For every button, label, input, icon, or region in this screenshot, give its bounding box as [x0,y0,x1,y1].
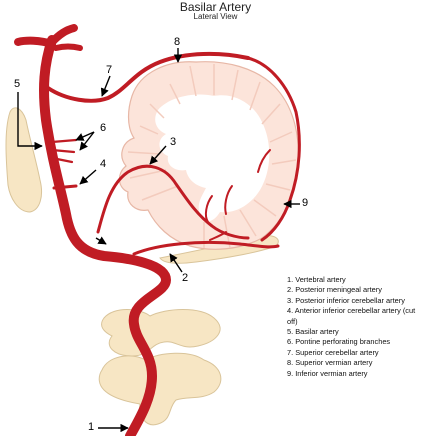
callout-1: 1 [88,421,95,433]
arrow-5 [17,92,43,151]
diagram-title: Basilar Artery [179,0,252,14]
legend-item: 6. Pontine perforating branches [287,337,391,347]
legend-item: 9. Inferior vermian artery [287,368,368,378]
posterior-meningeal-artery [132,240,280,256]
callout-2: 2 [182,272,189,284]
axis-vertebra [98,352,222,426]
legend-item: 8. Superior vermian artery [287,358,373,368]
white-matter [155,94,270,222]
callout-7: 7 [106,64,113,76]
callout-6: 6 [100,122,107,134]
upper-vessel-branch [53,43,83,51]
legend-item: 3. Posterior inferior cerebellar artery [287,295,405,305]
anterior-inferior-cerebellar-stub [52,184,78,190]
upper-vessel-left [14,36,56,48]
arrow-2 [169,253,183,273]
legend-item: 2. Posterior meningeal artery [287,285,382,295]
pontine-branch-1 [50,138,78,144]
diagram-subtitle: Lateral View [193,12,238,21]
legend-item: 7. Superior cerebellar artery [287,347,379,357]
callout-4: 4 [100,158,107,170]
superior-cerebellar-artery [46,51,250,103]
arrow-7 [100,75,111,97]
upper-vessel-right [48,24,78,46]
callout-3: 3 [170,136,177,148]
cerebellum [118,61,299,250]
vermian-twig-1 [257,149,271,173]
legend-list: 1. Vertebral artery 2. Posterior meninge… [287,275,427,379]
legend-item: 5. Basilar artery [287,327,339,337]
arrow-6a [75,131,95,141]
vertebral-artery [39,35,171,436]
superior-vermian-artery [246,56,301,242]
arteries [14,24,301,436]
vermian-twig-2 [224,185,233,215]
arrow-4 [79,169,97,185]
pontine-branch-2 [50,148,76,154]
callout-9: 9 [302,197,309,209]
atlas-vertebra [101,309,221,357]
legend-item: 4. Anterior inferior cerebellar artery (… [287,306,416,326]
arrow-6b [79,131,95,151]
callout-5: 5 [14,78,21,90]
folia-lines [127,64,297,249]
arrow-unlabeled [95,236,107,245]
posterior-inferior-cerebellar-artery [96,164,250,240]
arrow-3 [149,145,167,165]
pontine-branch-3 [50,156,74,164]
callout-8: 8 [174,36,181,48]
pointer-arrows [17,48,300,433]
legend-item: 1. Vertebral artery [287,275,346,284]
clivus-bone [5,107,43,213]
